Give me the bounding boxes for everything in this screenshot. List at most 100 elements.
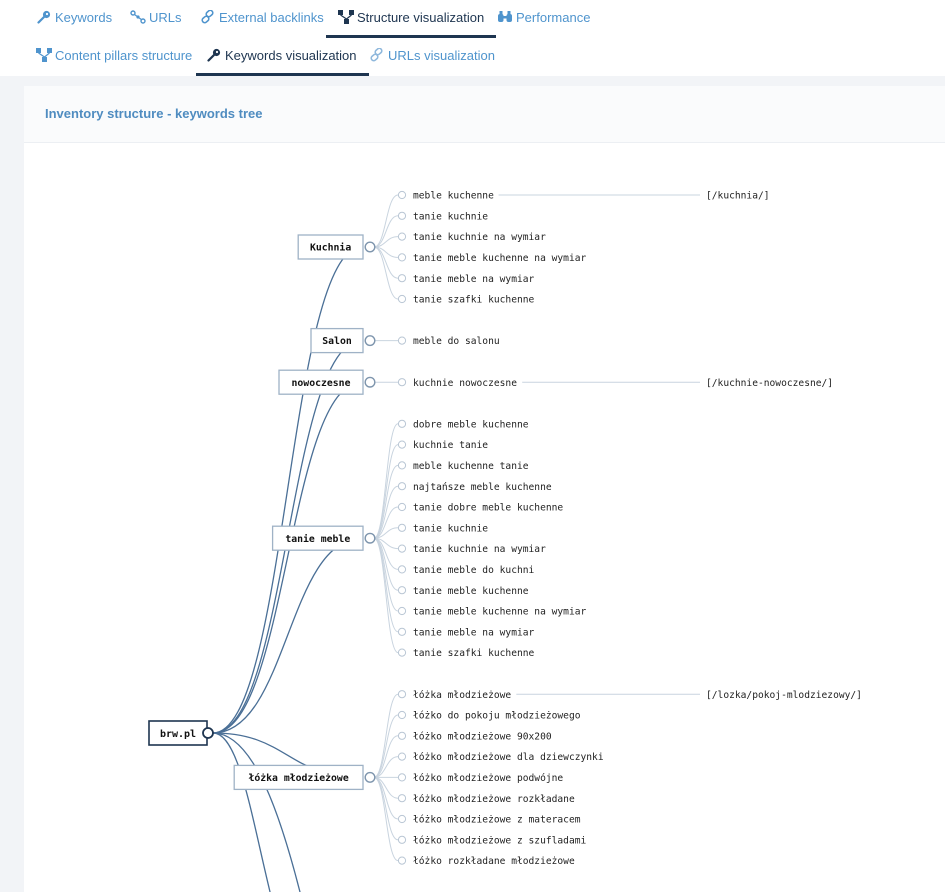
keyword-label[interactable]: tanie meble na wymiar [413, 627, 535, 638]
keyword-url[interactable]: [/kuchnie-nowoczesne/] [706, 378, 833, 389]
secondary-tab-bar: Content pillars structure Keywords visua… [0, 38, 945, 76]
category-toggle[interactable] [364, 771, 376, 783]
keyword-node-dot[interactable] [397, 419, 407, 428]
keyword-node-dot[interactable] [397, 586, 407, 595]
structure-icon [36, 48, 52, 62]
tab-keywords-visualization-label: Keywords visualization [225, 48, 357, 63]
tab-performance[interactable]: Performance [497, 0, 590, 38]
keyword-label[interactable]: tanie kuchnie na wymiar [413, 232, 546, 243]
category-node[interactable]: tanie meble [271, 525, 376, 551]
category-node[interactable]: nowoczesne [278, 369, 376, 395]
keyword-label[interactable]: łóżko rozkładane młodzieżowe [413, 855, 575, 867]
keyword-label[interactable]: łóżko młodzieżowe rozkładane [413, 793, 575, 805]
keyword-label[interactable]: meble do salonu [413, 336, 500, 347]
category-node[interactable]: Salon [310, 327, 376, 354]
tab-urls[interactable]: URLs [130, 0, 182, 38]
keyword-node-dot[interactable] [397, 461, 407, 470]
keyword-label[interactable]: łóżko młodzieżowe podwójne [413, 772, 563, 784]
category-toggle[interactable] [364, 241, 376, 253]
keyword-node-dot[interactable] [397, 690, 407, 699]
keyword-node-dot[interactable] [397, 440, 407, 449]
tab-external-backlinks-label: External backlinks [219, 10, 324, 25]
keyword-node-dot[interactable] [397, 232, 407, 241]
root-label: brw.pl [160, 729, 196, 740]
keyword-link [373, 735, 399, 778]
category-link [212, 381, 363, 734]
keyword-label[interactable]: tanie meble do kuchni [413, 565, 535, 576]
keyword-node-dot[interactable] [397, 627, 407, 636]
keyword-label[interactable]: dobre meble kuchenne [413, 419, 529, 430]
keyword-label[interactable]: tanie dobre meble kuchenne [413, 503, 563, 514]
keyword-label[interactable]: tanie kuchnie na wymiar [413, 544, 546, 555]
category-toggle[interactable] [364, 376, 376, 388]
keyword-label[interactable]: meble kuchenne tanie [413, 461, 529, 472]
keyword-label[interactable]: meble kuchenne [413, 191, 494, 202]
keyword-node-dot[interactable] [397, 606, 407, 616]
tab-keywords-label: Keywords [55, 10, 113, 25]
tab-performance-label: Performance [516, 10, 591, 25]
category-label: nowoczesne [292, 378, 351, 389]
keyword-label[interactable]: łóżko młodzieżowe 90x200 [413, 730, 552, 742]
keyword-node-dot[interactable] [397, 856, 407, 865]
tab-keywords-visualization[interactable]: Keywords visualization [196, 38, 369, 76]
keyword-node-dot[interactable] [397, 211, 407, 220]
keyword-label[interactable]: łóżko młodzieżowe dla dziewczynki [413, 751, 604, 763]
keyword-node-dot[interactable] [397, 190, 407, 200]
keyword-label[interactable]: kuchnie tanie [413, 440, 488, 451]
keyword-label[interactable]: tanie kuchnie [413, 211, 488, 222]
root-node[interactable]: brw.pl [148, 720, 214, 746]
keyword-label[interactable]: tanie kuchnie [413, 523, 488, 534]
keyword-node-dot[interactable] [397, 523, 407, 532]
keyword-label[interactable]: tanie szafki kuchenne [413, 648, 535, 659]
tab-content-pillars-structure-label: Content pillars structure [55, 48, 193, 63]
keyword-label[interactable]: łóżko młodzieżowe z szufladami [413, 834, 587, 846]
keyword-node-dot[interactable] [397, 253, 407, 262]
keyword-label[interactable]: łóżko do pokoju młodzieżowego [413, 710, 581, 722]
tab-content-pillars-structure[interactable]: Content pillars structure [36, 38, 192, 76]
category-label: tanie meble [285, 533, 350, 545]
keyword-node-dot[interactable] [397, 710, 407, 720]
tab-urls-visualization[interactable]: URLs visualization [369, 38, 495, 76]
keyword-url[interactable]: [/lozka/pokoj-mlodziezowy/] [706, 690, 862, 701]
link-icon [370, 48, 383, 62]
keyword-label[interactable]: łóżka młodzieżowe [413, 689, 511, 701]
category-toggle[interactable] [364, 532, 376, 544]
keyword-node-dot[interactable] [397, 731, 407, 740]
keyword-node-dot[interactable] [397, 565, 407, 574]
key-icon [37, 10, 51, 24]
tab-external-backlinks[interactable]: External backlinks [200, 0, 324, 38]
keyword-node-dot[interactable] [397, 648, 407, 657]
keyword-node-dot[interactable] [397, 336, 407, 345]
keyword-node-dot[interactable] [397, 482, 407, 491]
binoculars-icon [498, 11, 512, 22]
category-label: Kuchnia [310, 242, 351, 254]
keyword-label[interactable]: tanie meble kuchenne na wymiar [413, 253, 587, 264]
keyword-node-dot[interactable] [397, 274, 407, 283]
tab-structure-visualization[interactable]: Structure visualization [326, 0, 497, 38]
tab-keywords[interactable]: Keywords [36, 0, 112, 38]
keyword-label[interactable]: tanie szafki kuchenne [413, 295, 535, 306]
category-node[interactable]: łóżka młodzieżowe [233, 764, 376, 791]
keyword-label[interactable]: kuchnie nowoczesne [413, 378, 517, 389]
root-toggle[interactable] [202, 727, 214, 739]
keyword-node-dot[interactable] [397, 814, 407, 824]
keyword-label[interactable]: najtańsze meble kuchenne [413, 481, 552, 493]
keyword-node-dot[interactable] [397, 835, 407, 844]
category-node[interactable]: Kuchnia [297, 234, 376, 260]
keyword-node-dot[interactable] [397, 794, 407, 803]
keyword-link [373, 423, 399, 539]
keyword-node-dot[interactable] [397, 502, 407, 512]
keyword-node-dot[interactable] [397, 752, 407, 761]
keyword-node-dot[interactable] [397, 544, 407, 553]
keyword-node-dot[interactable] [397, 378, 407, 387]
keyword-label[interactable]: tanie meble na wymiar [413, 274, 535, 285]
keyword-label[interactable]: łóżko młodzieżowe z materacem [413, 814, 581, 826]
keyword-label[interactable]: tanie meble kuchenne na wymiar [413, 607, 587, 618]
keyword-label[interactable]: tanie meble kuchenne [413, 586, 529, 597]
category-toggle[interactable] [364, 335, 376, 347]
keyword-url[interactable]: [/kuchnia/] [706, 191, 770, 202]
keyword-node-dot[interactable] [397, 294, 407, 304]
tree-nodes: meble kuchenne [/kuchnia/] tanie kuchnie ta… [148, 190, 862, 867]
keyword-node-dot[interactable] [397, 773, 407, 782]
